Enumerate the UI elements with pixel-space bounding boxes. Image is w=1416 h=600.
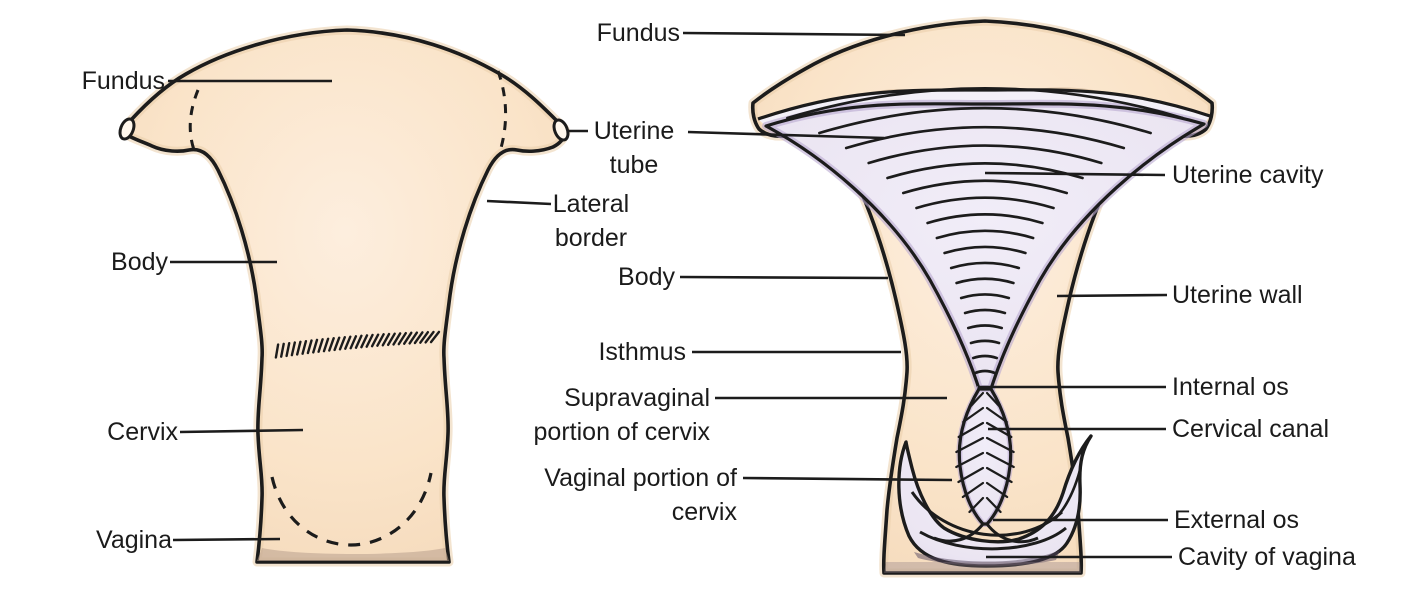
fornix-dashed-curve — [270, 472, 433, 547]
figure-uterus-coronal-section — [748, 16, 1217, 578]
leader-fundus-mid — [682, 31, 906, 37]
uterine-cavity-stroke — [764, 102, 1206, 391]
uterus-outline-stroke — [121, 28, 568, 564]
label-supravaginal-portion: Supravaginal portion of cervix — [533, 384, 710, 446]
cervix-lip-right — [985, 523, 1039, 544]
label-vaginal-portion: Vaginal portion of cervix — [544, 464, 737, 526]
label-uterine-wall: Uterine wall — [1172, 281, 1303, 309]
label-lateral-border: Lateral border — [552, 190, 630, 252]
label-vagina: Vagina — [96, 526, 172, 554]
leader-body-mid — [679, 275, 889, 280]
figure-uterus-external — [118, 25, 571, 567]
vaginal-fold-1 — [910, 491, 1064, 537]
label-external-os: External os — [1174, 506, 1300, 534]
label-isthmus: Isthmus — [598, 338, 686, 366]
label-uterine-tube: Uterine tube — [593, 117, 675, 179]
leader-vaginal-portion — [742, 476, 953, 482]
leader-lines — [168, 31, 1172, 559]
cervical-canal-folds — [955, 391, 1015, 514]
label-body-left: Body — [111, 248, 168, 276]
label-uterine-cavity: Uterine cavity — [1172, 161, 1324, 189]
tube-junction-dashed-right — [496, 70, 508, 149]
uterine-tube-opening-left — [118, 117, 136, 141]
label-cervix: Cervix — [107, 418, 178, 446]
leader-vagina — [172, 537, 281, 542]
uterine-wall-inner-line — [757, 88, 1211, 121]
label-fundus-mid: Fundus — [596, 19, 680, 47]
vaginal-fold-3 — [1053, 469, 1082, 521]
uterus-outline — [119, 25, 571, 567]
leader-cervix — [179, 428, 304, 434]
uterine-tube-opening-right — [552, 118, 570, 142]
vagina-bottom-shadow — [257, 548, 449, 561]
leader-uterine-wall — [1056, 293, 1168, 298]
cervix-lip-left — [933, 523, 985, 543]
leader-uterine-cavity — [984, 171, 1166, 177]
label-cervical-canal: Cervical canal — [1172, 415, 1330, 443]
label-cavity-of-vagina: Cavity of vagina — [1178, 543, 1356, 571]
leader-lateral-border — [486, 199, 552, 206]
vaginal-floor-shadow — [914, 550, 1060, 566]
label-fundus-left: Fundus — [81, 67, 165, 95]
isthmus-hatch-marks — [274, 330, 441, 359]
section-bottom-shadow — [884, 562, 1081, 573]
tube-junction-dashed-left — [188, 89, 200, 151]
label-internal-os: Internal os — [1172, 373, 1289, 401]
leader-uterine-tube-right — [687, 130, 885, 140]
label-body-mid: Body — [618, 263, 675, 291]
